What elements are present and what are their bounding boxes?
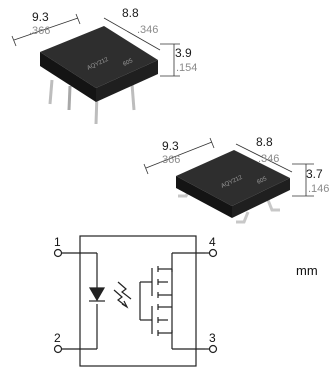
dim-tick	[11, 35, 17, 47]
bottom-height-mm: 3.7	[306, 167, 323, 181]
package-top-code-mark: 605	[122, 58, 134, 68]
dim-line-top-length	[13, 17, 79, 41]
package-top: AQY212 605 9.3 .366 8.8 .346 3.9 .154	[11, 6, 197, 125]
top-height-in: .154	[176, 62, 197, 74]
dim-tick	[75, 13, 81, 25]
dim-tick	[143, 163, 149, 175]
pin-2-label: 2	[54, 331, 61, 345]
lead-bottom-3	[266, 199, 280, 212]
light-arrow-head	[121, 300, 129, 309]
pin-3-label: 3	[209, 331, 216, 345]
bottom-height-in: .146	[308, 183, 329, 195]
bottom-length-mm: 9.3	[162, 139, 179, 153]
package-bottom-code-mark: 605	[256, 176, 268, 186]
package-top-body-left	[40, 52, 96, 102]
bottom-length-in: .366	[159, 154, 180, 166]
lead-bottom-2	[236, 211, 250, 224]
top-length-mm: 9.3	[32, 10, 49, 24]
dim-line-top-width	[103, 17, 161, 51]
pin-4-label: 4	[209, 235, 216, 249]
lead-top-1	[48, 79, 54, 105]
light-arrow-icon	[117, 281, 132, 300]
dim-line-bottom-length	[145, 141, 213, 169]
light-arrow-icon	[113, 289, 128, 308]
top-width-in: .346	[137, 24, 158, 36]
lead-top-3	[130, 83, 136, 111]
top-width-mm: 8.8	[122, 6, 139, 20]
pin-1-label: 1	[54, 235, 61, 249]
pin-4-terminal	[208, 248, 218, 258]
schematic	[53, 235, 218, 367]
package-top-body-top	[40, 26, 158, 88]
package-top-body-right	[96, 60, 158, 102]
schematic-package-outline	[79, 235, 197, 367]
dim-tick	[209, 137, 215, 149]
pin-2-terminal	[53, 344, 63, 354]
dim-line-bottom-width	[235, 143, 293, 173]
units-label: mm	[296, 263, 318, 278]
top-height-mm: 3.9	[175, 46, 192, 60]
package-bottom-body-right	[232, 178, 290, 218]
pin-1-terminal	[53, 248, 63, 258]
led-diode-icon	[88, 287, 106, 302]
lead-top-4	[67, 85, 72, 111]
package-bottom: AQY212 605 9.3 .366 8.8 .346 3.7 .146	[143, 135, 329, 224]
bottom-width-in: .346	[258, 153, 279, 165]
top-length-in: .366	[29, 25, 50, 37]
package-bottom-body-top	[176, 150, 290, 206]
package-bottom-body-left	[176, 176, 232, 218]
pin-3-terminal	[208, 344, 218, 354]
bottom-width-mm: 8.8	[256, 135, 273, 149]
